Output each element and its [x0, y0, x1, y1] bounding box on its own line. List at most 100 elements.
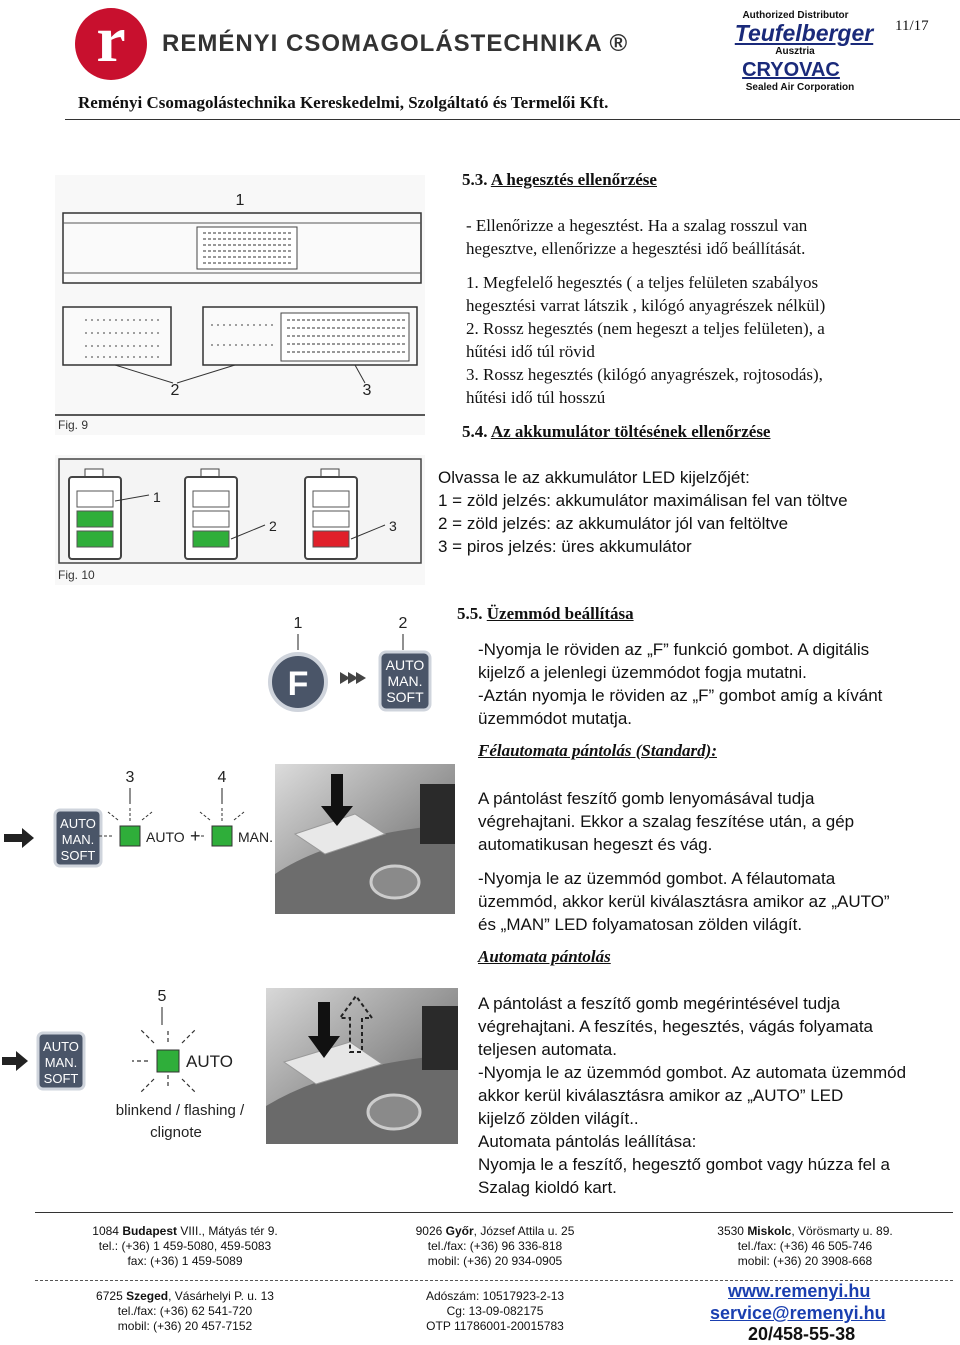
section-number: 5.5. — [457, 604, 487, 623]
auto-tension-photo — [266, 988, 458, 1144]
teufelberger-logo: Teufelberger — [734, 20, 874, 46]
email-link[interactable]: service@remenyi.hu — [710, 1303, 886, 1323]
logo-letter: r — [96, 3, 126, 76]
svg-text:3: 3 — [389, 518, 397, 534]
auto-line-9: Szalag kioldó kart. — [478, 1178, 617, 1197]
company-logo: r — [75, 4, 147, 80]
section-number: 5.3. — [462, 170, 491, 189]
svg-text:3: 3 — [126, 769, 135, 786]
s54-line-2: 1 = zöld jelzés: akkumulátor maximálisan… — [438, 491, 848, 510]
tension-button-photo — [275, 764, 455, 914]
svg-text:SOFT: SOFT — [61, 848, 96, 863]
auto-leds: 5 AUTO MAN. SOFT AUTO blinkend / flashin… — [2, 988, 245, 1141]
semi-line-3: automatikusan hegeszt és vág. — [478, 835, 713, 854]
svg-text:3: 3 — [363, 382, 372, 399]
footer-fax-number: 20/458-55-38 — [748, 1324, 856, 1344]
section-5-4-title: 5.4. Az akkumulátor töltésének ellenőrzé… — [462, 422, 770, 442]
registry-number: Cg: 13-09-082175 — [446, 1304, 544, 1318]
svg-text:+: + — [190, 826, 201, 846]
auto-line-3: teljesen automata. — [478, 1040, 617, 1059]
function-keys: 1 2 F AUTO MAN. SOFT — [268, 615, 432, 712]
section-number: 5.4. — [462, 422, 491, 441]
miskolc-mobile: mobil: (+36) 20 3908-668 — [737, 1254, 873, 1268]
s53-line-1: - Ellenőrizze a hegesztést. Ha a szalag … — [466, 216, 808, 235]
svg-text:SOFT: SOFT — [44, 1071, 79, 1086]
svg-text:1: 1 — [294, 615, 303, 632]
szeged-mobile: mobil: (+36) 20 457-7152 — [117, 1319, 253, 1333]
svg-text:1: 1 — [153, 489, 161, 505]
auto-line-2: végrehajtani. A feszítés, hegesztés, vág… — [478, 1017, 874, 1036]
gyor-phone: tel./fax: (+36) 96 336-818 — [427, 1239, 563, 1253]
semi-auto-led-figure: 3 4 AUTO MAN. SOFT AUTO + MAN. — [0, 764, 275, 874]
s53-line-2: hegesztve, ellenőrizze a hegesztési idő … — [466, 239, 806, 258]
battery-diagram: 1 2 3 — [58, 458, 422, 564]
gyor-address: 9026 Győr, József Attila u. 25 — [415, 1224, 575, 1238]
auto-led-figure: 5 AUTO MAN. SOFT AUTO blinkend / flashin… — [0, 985, 265, 1145]
auto-heading: Automata pántolás — [478, 947, 611, 966]
footer-gyor: 9026 Győr, József Attila u. 25 tel./fax:… — [380, 1224, 610, 1269]
semi-auto-tension-photo — [275, 764, 455, 914]
weld-diagram: 1 2 3 — [55, 192, 425, 416]
auto-line-5: akkor kerül kiválasztásra amikor az „AUT… — [478, 1086, 844, 1105]
s55-line-3: -Aztán nyomja le röviden az „F” gombot a… — [478, 686, 883, 705]
gyor-mobile: mobil: (+36) 20 934-0905 — [427, 1254, 563, 1268]
figure-9-label: Fig. 9 — [58, 418, 89, 432]
semi-line-5: üzemmód, akkor kerül kiválasztásra amiko… — [478, 892, 890, 911]
svg-text:AUTO: AUTO — [146, 829, 185, 845]
s53-item-2: 2. Rossz hegesztés (nem hegeszt a teljes… — [466, 319, 825, 338]
s53-item-1-cont: hegesztési varrat látszik , kilógó anyag… — [466, 296, 826, 315]
miskolc-phone: tel./fax: (+36) 46 505-746 — [737, 1239, 873, 1253]
website-link[interactable]: www.remenyi.hu — [728, 1281, 871, 1301]
section-heading: Üzemmód beállítása — [486, 604, 634, 623]
szeged-address: 6725 Szeged, Vásárhelyi P. u. 13 — [96, 1289, 274, 1303]
svg-text:1: 1 — [236, 192, 245, 209]
svg-text:MAN.: MAN. — [238, 829, 273, 845]
footer-divider — [35, 1212, 953, 1213]
section-5-3-title: 5.3. A hegesztés ellenőrzése — [462, 170, 657, 190]
szeged-phone: tel./fax: (+36) 62 541-720 — [117, 1304, 253, 1318]
semi-line-2: végrehajtani. Ekkor a szalag feszítése u… — [478, 812, 855, 831]
footer-company-ids: Adószám: 10517923-2-13 Cg: 13-09-082175 … — [380, 1289, 610, 1334]
header-divider — [65, 119, 960, 120]
footer-divider-2 — [35, 1280, 953, 1281]
auto-line-8: Nyomja le a feszítő, hegesztő gombot vag… — [478, 1155, 891, 1174]
svg-text:2: 2 — [269, 518, 277, 534]
bank-account: OTP 11786001-20015783 — [426, 1319, 564, 1333]
semi-line-4: -Nyomja le az üzemmód gombot. A félautom… — [478, 869, 836, 888]
svg-text:MAN.: MAN. — [62, 832, 95, 847]
svg-text:AUTO: AUTO — [43, 1039, 79, 1054]
footer-szeged: 6725 Szeged, Vásárhelyi P. u. 13 tel./fa… — [60, 1289, 310, 1334]
budapest-address: 1084 Budapest VIII., Mátyás tér 9. — [92, 1224, 278, 1238]
figure-10-label: Fig. 10 — [58, 568, 95, 582]
svg-text:2: 2 — [399, 615, 408, 632]
svg-text:AUTO: AUTO — [386, 657, 425, 673]
svg-text:F: F — [288, 665, 309, 703]
section-heading: A hegesztés ellenőrzése — [490, 170, 657, 189]
figure-9: 1 2 3 — [55, 175, 425, 435]
svg-text:MAN.: MAN. — [388, 673, 423, 689]
budapest-phone: tel.: (+36) 1 459-5080, 459-5083 — [98, 1239, 272, 1253]
svg-text:MAN.: MAN. — [45, 1055, 78, 1070]
budapest-fax: fax: (+36) 1 459-5089 — [127, 1254, 243, 1268]
page-number: 11/17 — [895, 18, 929, 34]
s54-line-4: 3 = piros jelzés: üres akkumulátor — [438, 537, 692, 556]
auto-line-6: kijelző zölden világít.. — [478, 1109, 639, 1128]
tax-number: Adószám: 10517923-2-13 — [425, 1289, 565, 1303]
distributor-country: Ausztria — [775, 46, 815, 57]
s55-line-1: -Nyomja le röviden az „F” funkció gombot… — [478, 640, 870, 659]
svg-text:5: 5 — [158, 988, 167, 1005]
blink-label-2: clignote — [150, 1124, 202, 1141]
svg-text:SOFT: SOFT — [386, 689, 424, 705]
auto-line-1: A pántolást a feszítő gomb megérintéséve… — [478, 994, 840, 1013]
semi-line-6: és „MAN” LED folyamatosan zölden világít… — [478, 915, 803, 934]
brand-name: REMÉNYI CSOMAGOLÁSTECHNIKA ® — [162, 30, 629, 57]
s55-line-4: üzemmódot mutatja. — [478, 709, 633, 728]
footer-miskolc: 3530 Miskolc, Vörösmarty u. 89. tel./fax… — [690, 1224, 920, 1269]
miskolc-address: 3530 Miskolc, Vörösmarty u. 89. — [717, 1224, 893, 1238]
s53-item-1: 1. Megfelelő hegesztés ( a teljes felüle… — [466, 273, 819, 292]
svg-text:AUTO: AUTO — [60, 816, 96, 831]
section-5-5-title: 5.5. Üzemmód beállítása — [457, 604, 634, 624]
s55-line-2: kijelző a jelenlegi üzemmódot fogja muta… — [478, 663, 807, 682]
distributor-label: Authorized Distributor — [742, 10, 849, 21]
s54-line-1: Olvassa le az akkumulátor LED kijelzőjét… — [438, 468, 750, 487]
